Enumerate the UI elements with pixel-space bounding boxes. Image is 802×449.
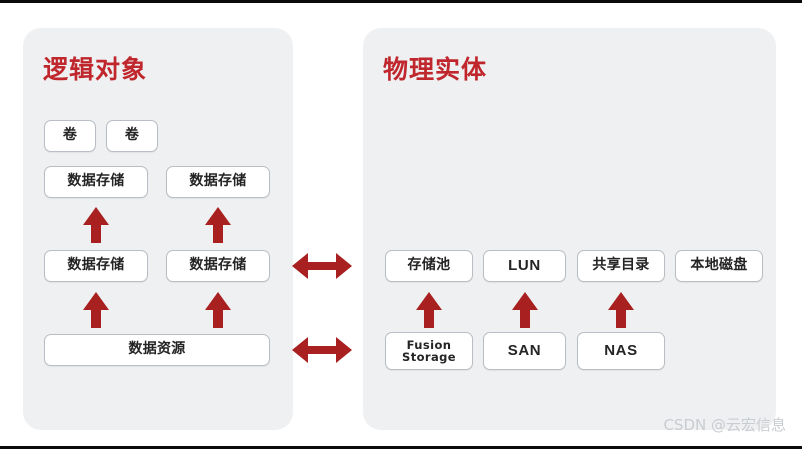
node-label-line2: Storage	[402, 350, 456, 364]
arrow-bidirectional-bottom	[292, 337, 352, 363]
arrow-up-left-2	[205, 207, 231, 243]
node-label: 存储池	[407, 257, 451, 274]
node-label: 数据存储	[189, 257, 247, 274]
node-san[interactable]: SAN	[483, 332, 566, 370]
arrow-up-left-1	[83, 207, 109, 243]
node-label: 数据存储	[189, 173, 247, 190]
arrow-up-right-3	[608, 292, 634, 328]
node-storage-pool[interactable]: 存储池	[385, 250, 473, 282]
node-volume-1[interactable]: 卷	[44, 120, 96, 152]
node-label: SAN	[507, 341, 542, 359]
node-datastore-mid-1[interactable]: 数据存储	[44, 250, 148, 282]
node-label: 卷	[62, 127, 78, 144]
node-label: 本地磁盘	[690, 257, 748, 274]
node-local-disk[interactable]: 本地磁盘	[675, 250, 763, 282]
arrow-up-right-1	[416, 292, 442, 328]
node-shared-directory[interactable]: 共享目录	[577, 250, 665, 282]
node-datastore-top-2[interactable]: 数据存储	[166, 166, 270, 198]
node-label: 卷	[124, 127, 140, 144]
node-label: 数据资源	[128, 341, 186, 358]
arrow-up-left-4	[205, 292, 231, 328]
csdn-watermark: CSDN @云宏信息	[663, 416, 786, 434]
node-label: LUN	[508, 256, 541, 274]
node-datastore-top-1[interactable]: 数据存储	[44, 166, 148, 198]
arrow-up-left-3	[83, 292, 109, 328]
node-label: NAS	[604, 341, 638, 359]
panel-right-title: 物理实体	[383, 55, 488, 84]
node-label: 数据存储	[67, 173, 125, 190]
node-volume-2[interactable]: 卷	[106, 120, 158, 152]
node-label-line1: Fusion	[406, 337, 452, 352]
node-nas[interactable]: NAS	[577, 332, 665, 370]
node-datastore-mid-2[interactable]: 数据存储	[166, 250, 270, 282]
node-label: 数据存储	[67, 257, 125, 274]
node-data-resource[interactable]: 数据资源	[44, 334, 270, 366]
node-fusion-storage[interactable]: Fusion Storage	[385, 332, 473, 370]
arrow-bidirectional-top	[292, 253, 352, 279]
node-label: 共享目录	[592, 257, 650, 274]
node-lun[interactable]: LUN	[483, 250, 566, 282]
panel-left-title: 逻辑对象	[43, 55, 148, 84]
panel-logical-objects	[23, 28, 293, 430]
arrow-up-right-2	[512, 292, 538, 328]
